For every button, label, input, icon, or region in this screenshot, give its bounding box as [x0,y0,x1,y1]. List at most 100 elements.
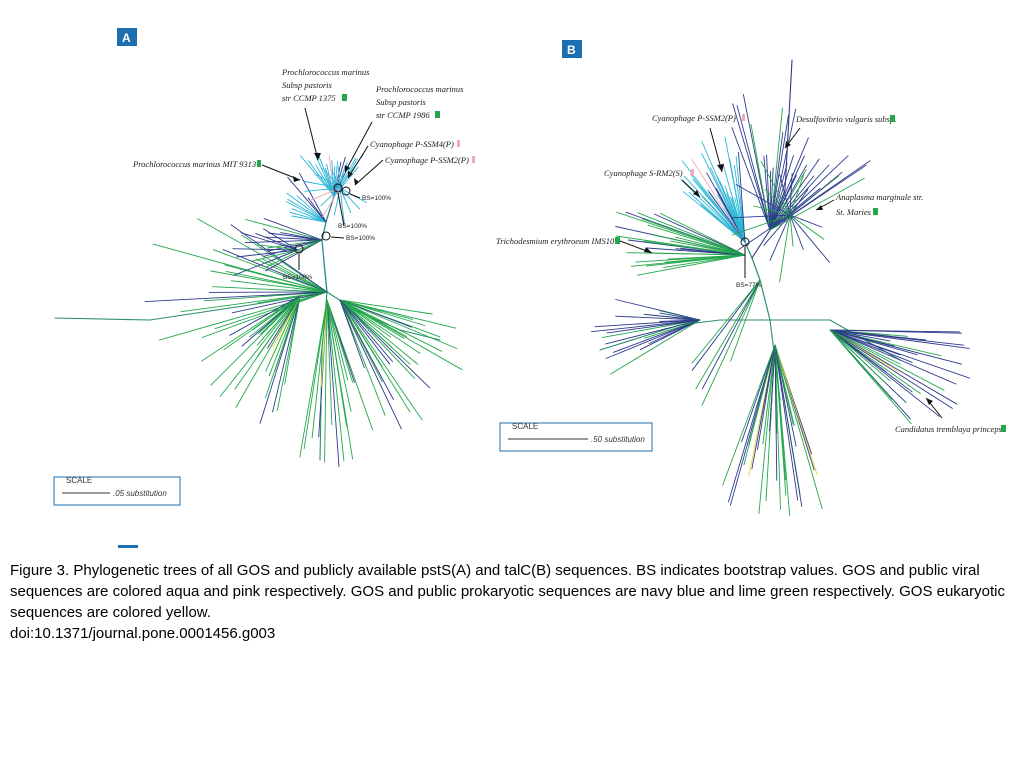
tree-leaf [853,344,899,373]
svg-text:Anaplasma marginale str.: Anaplasma marginale str. [835,192,923,202]
tree-branch [339,299,349,325]
tree-leaf [729,158,741,214]
tree-branch [735,279,761,310]
tree-leaf [868,338,942,357]
tree-leaf [287,198,314,215]
tree-leaf [796,155,849,205]
tree-leaf [722,163,738,216]
tree-leaf [317,152,329,182]
tree-branch [670,312,701,321]
tree-leaf [304,188,329,192]
tree-leaf [233,258,276,276]
tree-branch [333,187,341,199]
bs-a-4: BS=100% [283,274,312,281]
tree-leaf [647,224,712,246]
tree-leaf [361,344,402,430]
tree-leaf [320,329,326,388]
arrowheads-b [644,141,933,405]
tree-leaf [854,341,901,365]
tree-leaf [763,225,782,246]
tree-leaf [717,194,736,226]
tree-leaf [695,317,738,390]
tree-leaf [644,313,682,319]
tree-leaf [311,347,323,439]
tree-branch [286,289,328,293]
tree-leaf [231,298,295,314]
tree-leaf [616,211,701,241]
tree-leaf [260,308,287,335]
bs-a-1: BS=100% [362,195,391,202]
tree-leaf [682,191,724,225]
tree-leaf [357,312,391,338]
tree-leaf [322,197,335,218]
tree-leaf [794,226,804,251]
tree-leaf [219,330,273,397]
svg-text:Cyanophage P-SSM2(P): Cyanophage P-SSM2(P) [652,113,736,123]
tree-branch [782,214,791,232]
tree-branch [829,329,859,364]
tree-branch [780,205,791,216]
tree-leaf [308,160,326,185]
svg-text:St. Maries: St. Maries [836,207,872,217]
tree-leaf [315,164,329,186]
tree-branch [776,211,791,216]
tree-branch [339,177,347,189]
tree-leaf [235,334,279,408]
tree-leaf [783,401,803,507]
tree-leaf [287,176,314,207]
tree-leaf [774,132,784,197]
tree-leaf [245,219,296,234]
tree-leaf [781,155,805,205]
tree-leaf [328,343,333,426]
tree-leaf [876,334,965,346]
tree-leaf [681,160,724,215]
tree-leaf [875,330,962,334]
svg-text:Prochlorococcus marinus: Prochlorococcus marinus [375,84,464,94]
tree-leaf [645,258,711,267]
tree-leaf [591,323,663,333]
tree-leaf [732,103,758,187]
svg-text:Cyanophage S-RM2(S): Cyanophage S-RM2(S) [604,168,683,178]
tree-leaf [197,218,283,267]
tree-leaf [780,372,794,425]
scale-b: SCALE .50 substitution [499,422,653,452]
tree-leaf [268,232,304,238]
svg-text:Candidatus tremblaya princeps: Candidatus tremblaya princeps [895,424,1003,434]
tree-leaf [724,185,739,223]
label-a-ssm2: Cyanophage P-SSM2(P) [385,155,475,165]
tree-leaf [700,204,731,230]
tree-leaf [335,328,354,383]
tree-leaf [256,258,303,281]
label-a-ssm4: Cyanophage P-SSM4(P) [370,139,460,149]
tree-leaf [203,294,285,302]
tree-leaf [637,212,708,241]
tree-leaf [636,261,708,276]
tree-leaf [701,153,731,212]
tree-leaf [365,326,416,379]
tree-leaf [257,244,285,249]
tree-leaf [875,330,961,333]
arrowheads-a [293,153,359,185]
tree-backbone [149,304,251,321]
tree-branch [276,249,299,253]
tree-branch [339,187,348,196]
tree-branch [785,214,791,239]
tree-leaf [320,193,334,207]
tree-leaf [331,169,338,183]
tree-leaf [807,171,843,201]
tree-leaf [644,325,682,339]
tree-branch [766,344,776,389]
tree-leaf [364,309,413,328]
tree-leaf [801,223,825,240]
tree-leaf [369,308,426,326]
tree-backbone [323,261,328,293]
tree-leaf [874,355,958,405]
tree-branch [265,274,328,293]
tree-backbone [54,317,151,321]
tree-leaf [236,251,278,258]
tree-leaf [795,189,809,207]
tree-leaf [605,333,668,359]
tree-leaf [734,197,742,227]
tree-leaf [144,294,264,303]
tree-branch [774,344,777,393]
